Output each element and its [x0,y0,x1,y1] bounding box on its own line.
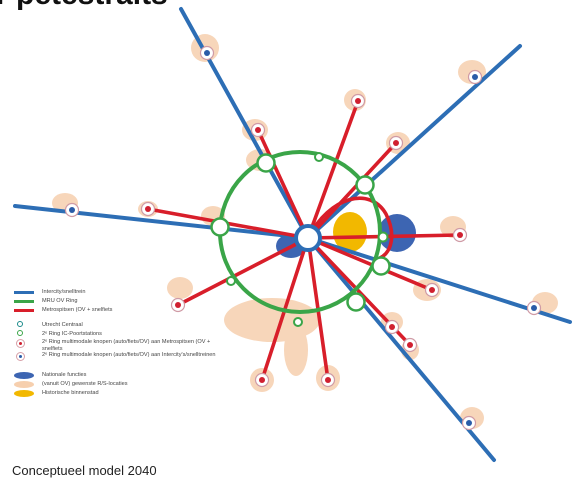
legend: Intercity/snelltrein MRU OV Ring Metrosp… [14,288,219,398]
ic-gate-station [355,175,375,195]
node-metro [250,122,266,138]
metro-line-icon [14,309,34,312]
ring-stop [377,231,389,243]
node-ic [467,69,483,85]
utrecht-centraal-hub [294,224,322,252]
ic-gate-station [346,292,366,312]
ic-gate-station [371,256,391,276]
node-ic [199,45,215,61]
node-metro [388,135,404,151]
legend-item: Utrecht Centraal [14,321,219,330]
node-ic [64,202,80,218]
legend-label: Historische binnenstad [42,390,99,396]
ring-line-icon [14,300,34,303]
gate-station-icon [17,330,23,336]
intercity-line [179,7,310,240]
node-metro [424,282,440,298]
metro-spoke [306,236,434,292]
node-ic [526,300,542,316]
legend-item: Intercity/snelltrein [14,288,219,297]
metro-spoke [256,128,310,240]
node-metro [350,93,366,109]
legend-label: (vanuit OV) gewenste R/S-locaties [42,381,128,387]
multimodal-nodes [64,45,542,431]
legend-label: Metrospitsen (OV + snelfiets [42,307,113,313]
legend-item: Historische binnenstad [14,389,219,398]
node-ic [461,415,477,431]
legend-label: 2ᵉ Ring IC-Poortstations [42,331,102,337]
peach-area [167,277,193,299]
ic-gate-station [210,217,230,237]
intercity-line-icon [14,291,34,294]
historic-centre-icon [14,390,34,397]
historic-centre [333,212,367,252]
legend-label: MRU OV Ring [42,298,78,304]
ring-stop [226,276,236,286]
node-metro [254,372,270,388]
diagram-caption: Conceptueel model 2040 [12,463,157,478]
legend-item: Nationale functies [14,371,219,380]
national-function-icon [14,372,34,379]
intercity-line [306,236,572,324]
intercity-lines [13,7,572,462]
legend-label: 2ᵉ Ring multimodale knopen (auto/fiets/O… [42,339,211,352]
legend-label: 2ᵉ Ring multimodale knopen (auto/fiets/O… [42,352,216,358]
ring-stop [293,317,303,327]
national-function-area [378,214,416,252]
node-metro [140,201,156,217]
metro-spoke [306,99,360,240]
central-station-icon [17,321,23,327]
page-heading: r petestraits [0,0,168,12]
intercity-line [13,204,310,240]
node-metro [402,337,418,353]
legend-label: Utrecht Centraal [42,322,83,328]
metro-spoke [306,141,398,240]
legend-item: (vanuit OV) gewenste R/S-locaties [14,380,219,389]
node-metro [320,372,336,388]
ic-gate-station [256,153,276,173]
desired-location-icon [14,381,34,388]
legend-item: MRU OV Ring [14,297,219,306]
ring-stations [210,152,391,327]
ic-node-icon [16,352,25,361]
intercity-line [306,44,522,240]
legend-label: Intercity/snelltrein [42,289,86,295]
node-metro [384,319,400,335]
metro-spoke [176,236,310,307]
legend-item: Metrospitsen (OV + snelfiets [14,306,219,315]
node-metro [170,297,186,313]
peach-area [284,324,308,376]
legend-item: 2ᵉ Ring multimodale knopen (auto/fiets/O… [14,352,219,365]
node-metro [452,227,468,243]
ring-stop [314,152,324,162]
metro-node-icon [16,339,25,348]
legend-item: 2ᵉ Ring IC-Poortstations [14,330,219,339]
legend-item: 2ᵉ Ring multimodale knopen (auto/fiets/O… [14,339,219,352]
legend-label: Nationale functies [42,372,87,378]
metro-curve [306,196,394,260]
